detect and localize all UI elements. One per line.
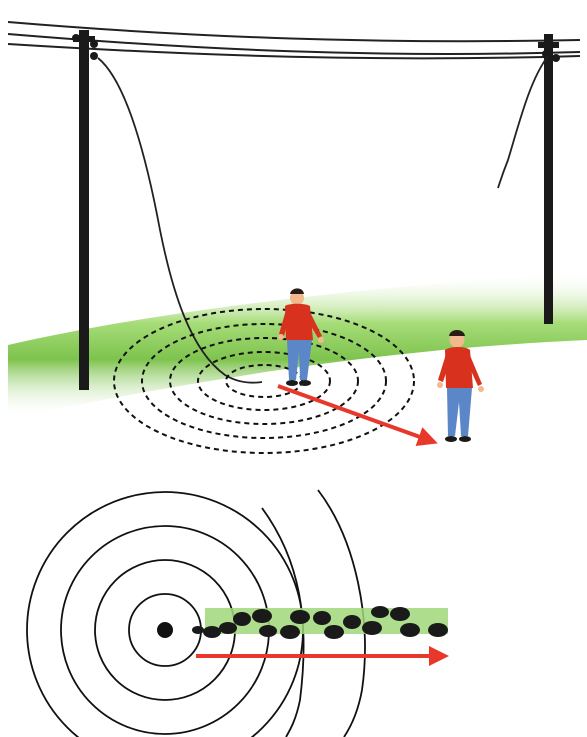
fault-point — [157, 622, 173, 638]
fallen-wire-stub — [498, 56, 548, 188]
arrow-right-upper — [278, 386, 434, 442]
